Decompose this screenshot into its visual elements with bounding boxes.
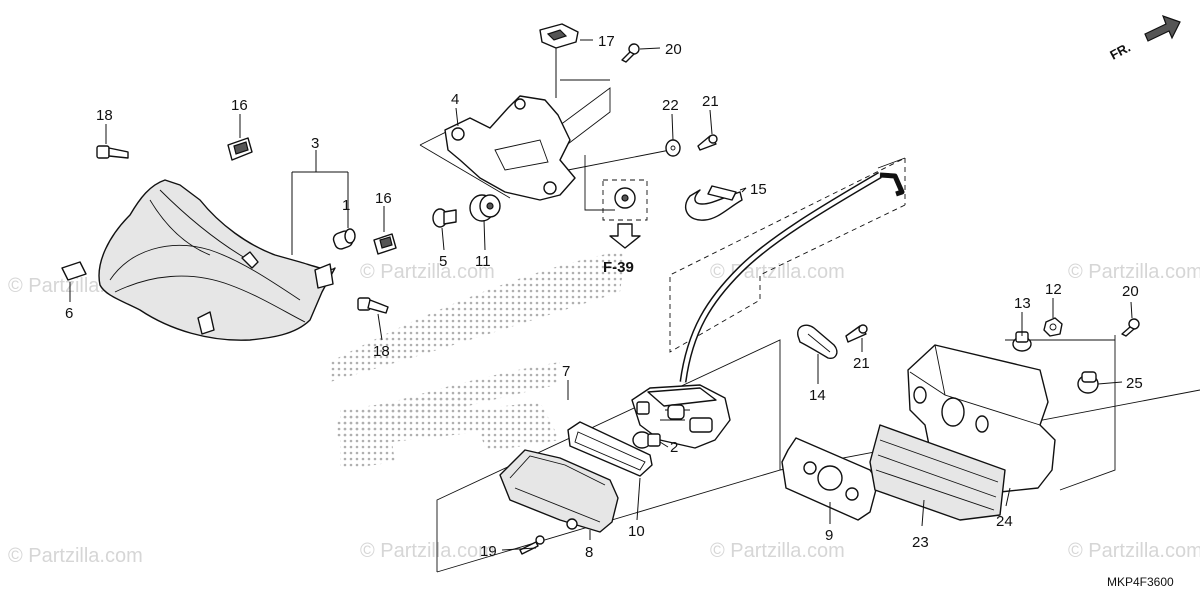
callout-24: 24 bbox=[996, 513, 1013, 530]
part-5-washer bbox=[432, 208, 457, 228]
part-9-base bbox=[781, 437, 879, 521]
reference-f39: F-39 bbox=[602, 179, 648, 276]
part-20-screw-right bbox=[1121, 318, 1140, 337]
part-22-washer bbox=[665, 139, 681, 157]
callout-17: 17 bbox=[598, 33, 615, 50]
callout-7: 7 bbox=[562, 363, 570, 380]
callout-21-lower: 21 bbox=[853, 355, 870, 372]
part-21-screw-lower bbox=[845, 324, 868, 343]
callout-10: 10 bbox=[628, 523, 645, 540]
callout-8: 8 bbox=[585, 544, 593, 561]
callout-21-upper: 21 bbox=[702, 93, 719, 110]
part-14-clamp bbox=[797, 324, 838, 359]
callout-18-upper: 18 bbox=[96, 107, 113, 124]
callout-4: 4 bbox=[451, 91, 459, 108]
front-label: FR. bbox=[1107, 40, 1133, 63]
callout-25: 25 bbox=[1126, 375, 1143, 392]
watermark-text: © Partzilla.com bbox=[360, 540, 495, 562]
license-light-connector-assembly bbox=[631, 384, 731, 449]
part-2-bulb bbox=[632, 431, 661, 449]
watermark-text: © Partzilla.com bbox=[710, 540, 845, 562]
part-19-screw bbox=[519, 535, 545, 555]
callout-9: 9 bbox=[825, 527, 833, 544]
diagram-code: MKP4F3600 bbox=[1107, 575, 1174, 589]
callout-12: 12 bbox=[1045, 281, 1062, 298]
part-4-bracket bbox=[444, 95, 576, 201]
callout-5: 5 bbox=[439, 253, 447, 270]
watermark-text: © Partzilla.com bbox=[360, 261, 495, 283]
part-16-clip-lower bbox=[373, 233, 397, 255]
part-12-nut bbox=[1043, 317, 1063, 337]
tail-light-unit-assembly bbox=[98, 179, 336, 341]
callout-20-upper: 20 bbox=[665, 41, 682, 58]
callout-16-upper: 16 bbox=[231, 97, 248, 114]
arrow-down-icon bbox=[609, 223, 641, 249]
callout-15: 15 bbox=[750, 181, 767, 198]
part-6-pad bbox=[61, 261, 87, 281]
watermarks: © Partzilla.com © Partzilla.com © Partzi… bbox=[8, 261, 1200, 567]
part-21-screw-upper bbox=[697, 134, 718, 151]
part-11-grommet bbox=[469, 194, 501, 222]
callout-18-lower: 18 bbox=[373, 343, 390, 360]
callout-23: 23 bbox=[912, 534, 929, 551]
part-13-washer bbox=[1012, 331, 1032, 352]
watermark-text: © Partzilla.com bbox=[1068, 261, 1200, 283]
housing-body bbox=[98, 179, 336, 341]
part-1-socket bbox=[332, 228, 356, 250]
part-15-cable-tie bbox=[685, 185, 747, 221]
housing-tab bbox=[197, 311, 215, 335]
reference-label: F-39 bbox=[603, 259, 634, 276]
callouts: 1 2 3 4 5 6 7 8 9 10 11 12 13 14 15 16 1… bbox=[65, 33, 1143, 561]
part-17-connector bbox=[539, 23, 579, 98]
callout-22: 22 bbox=[662, 97, 679, 114]
callout-1: 1 bbox=[342, 197, 350, 214]
callout-6: 6 bbox=[65, 305, 73, 322]
part-18-bolt-upper bbox=[96, 145, 129, 159]
callout-14: 14 bbox=[809, 387, 826, 404]
callout-16-lower: 16 bbox=[375, 190, 392, 207]
front-direction-indicator: FR. bbox=[1107, 15, 1181, 63]
callout-2: 2 bbox=[670, 439, 678, 456]
housing-tab bbox=[314, 263, 334, 289]
callout-13: 13 bbox=[1014, 295, 1031, 312]
part-10-gasket bbox=[567, 421, 653, 477]
watermark-text: © Partzilla.com bbox=[1068, 540, 1200, 562]
part-25-grommet bbox=[1077, 371, 1099, 394]
callout-20-lower: 20 bbox=[1122, 283, 1139, 300]
callout-11: 11 bbox=[475, 253, 491, 270]
part-20-screw-upper bbox=[621, 43, 640, 63]
callout-19: 19 bbox=[480, 543, 497, 560]
part-16-clip-upper bbox=[227, 137, 253, 161]
part-18-bolt-lower bbox=[357, 297, 389, 314]
part-23-lens bbox=[869, 424, 1006, 521]
watermark-text: © Partzilla.com bbox=[8, 545, 143, 567]
callout-3: 3 bbox=[311, 135, 319, 152]
wire-harness bbox=[679, 171, 905, 383]
arrow-icon bbox=[1144, 15, 1181, 42]
housing-tab bbox=[241, 251, 259, 269]
brand-wing-logo bbox=[330, 250, 626, 470]
part-8-license-lens bbox=[499, 449, 619, 533]
leader-lines bbox=[69, 39, 1133, 551]
